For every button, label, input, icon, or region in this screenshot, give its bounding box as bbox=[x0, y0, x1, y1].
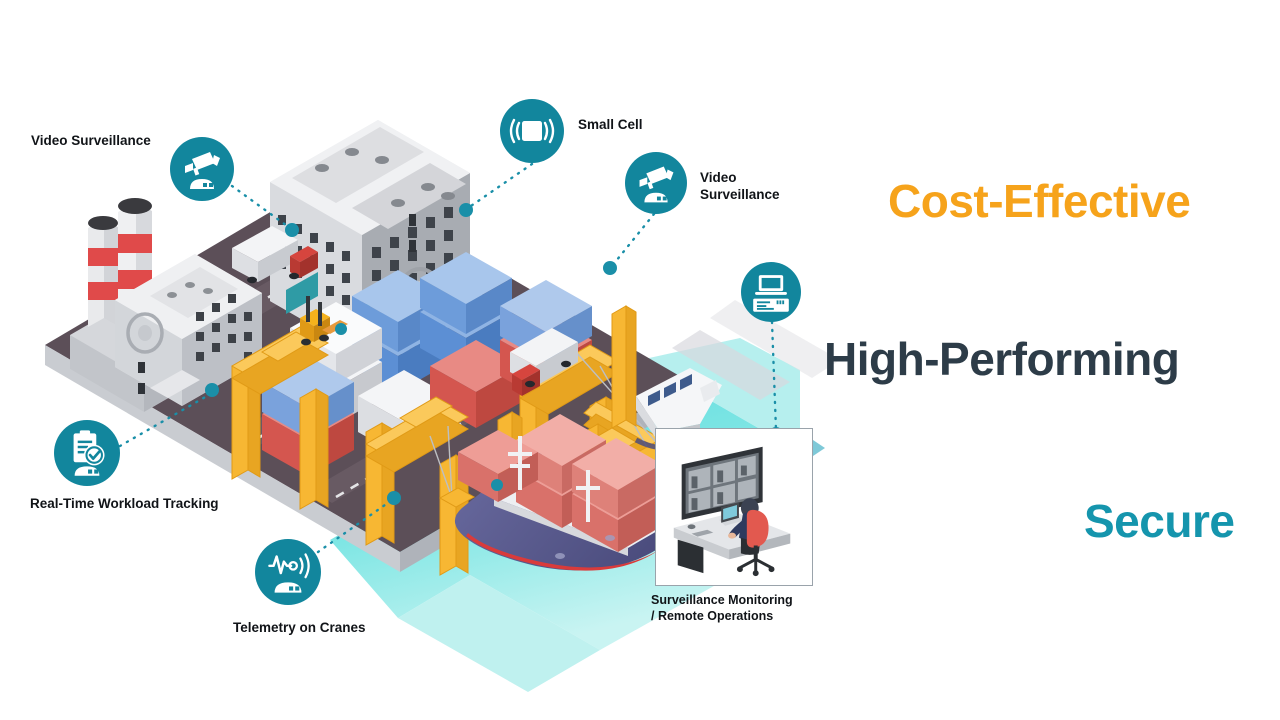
truck-upper bbox=[232, 226, 318, 284]
label-video-surveillance-right: Video Surveillance bbox=[700, 170, 780, 202]
cctv-camera-icon bbox=[639, 166, 674, 203]
forklift bbox=[300, 296, 348, 346]
panel-pointer bbox=[813, 440, 825, 456]
truck-lower bbox=[510, 328, 578, 396]
real-time-tracking-badge[interactable] bbox=[54, 420, 120, 486]
label-telemetry-on-cranes: Telemetry on Cranes bbox=[233, 620, 366, 635]
small-cell-antenna-icon bbox=[509, 118, 555, 144]
label-small-cell: Small Cell bbox=[578, 117, 643, 132]
video-surveillance-badge-left[interactable] bbox=[170, 137, 234, 201]
cctv-camera-icon bbox=[185, 152, 220, 189]
container-ship bbox=[454, 414, 707, 571]
label-video-surveillance-left: Video Surveillance bbox=[31, 133, 151, 148]
clipboard-check-icon bbox=[73, 430, 105, 476]
keyword-cost-effective: Cost-Effective bbox=[888, 175, 1191, 227]
keyword-high-performing: High-Performing bbox=[824, 333, 1180, 385]
laptop-server-icon bbox=[753, 275, 789, 312]
small-cell-badge[interactable] bbox=[500, 99, 564, 163]
telemetry-waveform-icon bbox=[268, 553, 310, 593]
label-real-time-workload-tracking: Real-Time Workload Tracking bbox=[30, 496, 219, 511]
keyword-secure: Secure bbox=[1084, 495, 1235, 547]
connector-lines bbox=[118, 162, 778, 554]
gantry-cranes bbox=[230, 305, 674, 576]
control-room-illustration bbox=[673, 446, 791, 577]
factory-building bbox=[70, 198, 262, 412]
video-surveillance-badge-right[interactable] bbox=[625, 152, 687, 214]
label-surveillance-monitoring: Surveillance Monitoring / Remote Operati… bbox=[651, 593, 793, 624]
surveillance-monitoring-panel[interactable] bbox=[655, 428, 813, 586]
telemetry-badge[interactable] bbox=[255, 539, 321, 605]
laptop-server-badge[interactable] bbox=[741, 262, 801, 322]
